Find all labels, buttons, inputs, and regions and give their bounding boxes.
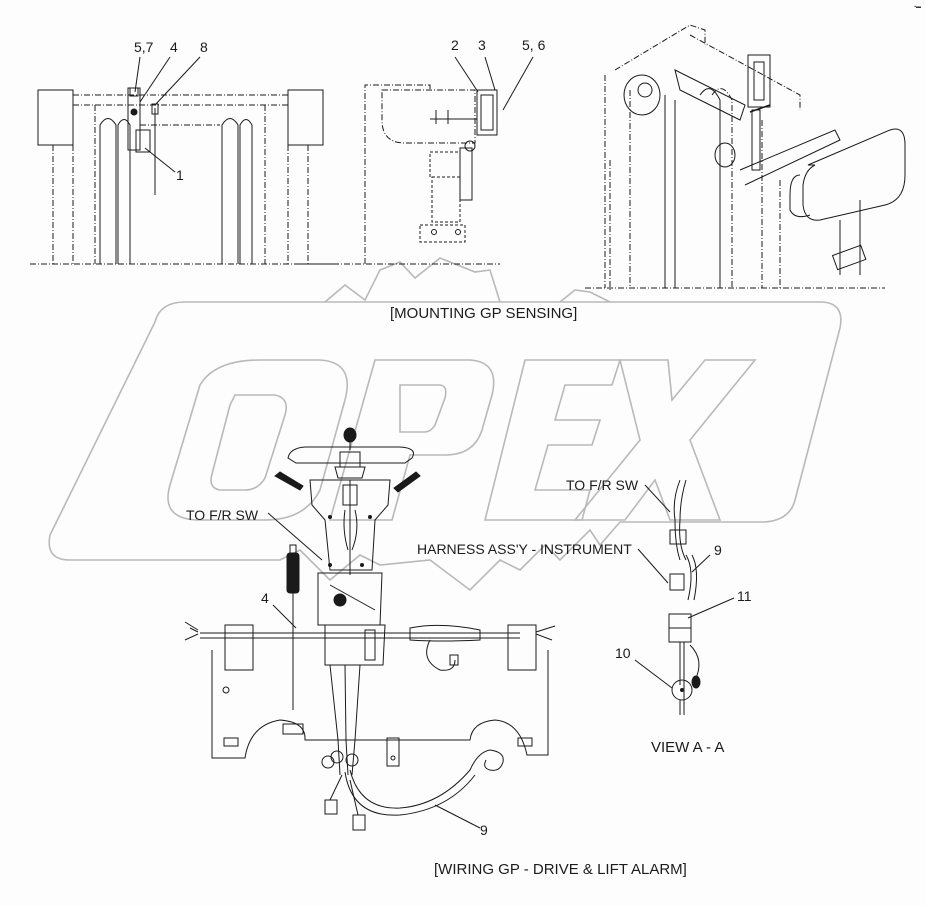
callout-9-detail: 9 — [714, 542, 722, 558]
harness-instrument-label: HARNESS ASS'Y - INSTRUMENT — [417, 541, 632, 557]
mounting-gp-sensing-caption: [MOUNTING GP SENSING] — [390, 305, 578, 322]
callout-1: 1 — [176, 167, 184, 183]
view-a-a-detail — [634, 479, 735, 715]
callout-9-main: 9 — [480, 822, 488, 838]
callout-5-6: 5, 6 — [522, 37, 546, 53]
callout-10: 10 — [615, 645, 631, 661]
mast-iso-view — [585, 24, 906, 290]
mast-side-view — [300, 84, 500, 265]
to-fr-sw-label-main: TO F/R SW — [186, 507, 259, 523]
callout-3: 3 — [478, 37, 486, 53]
callout-2: 2 — [451, 37, 459, 53]
front-chain-rollers — [99, 87, 253, 264]
mast-front-view — [30, 89, 335, 265]
steering-column-assembly — [184, 427, 556, 831]
callout-4-main: 4 — [261, 590, 269, 606]
callout-8: 8 — [200, 39, 208, 55]
callout-11: 11 — [737, 588, 752, 604]
corner-mark: ▪▬ — [914, 4, 921, 10]
callout-4: 4 — [170, 39, 178, 55]
to-fr-sw-label-detail: TO F/R SW — [566, 477, 639, 493]
view-a-a-title: VIEW A - A — [651, 739, 725, 756]
wiring-gp-caption: [WIRING GP - DRIVE & LIFT ALARM] — [434, 861, 687, 878]
top-leader-lines — [134, 56, 534, 173]
callout-5-7: 5,7 — [134, 39, 154, 55]
